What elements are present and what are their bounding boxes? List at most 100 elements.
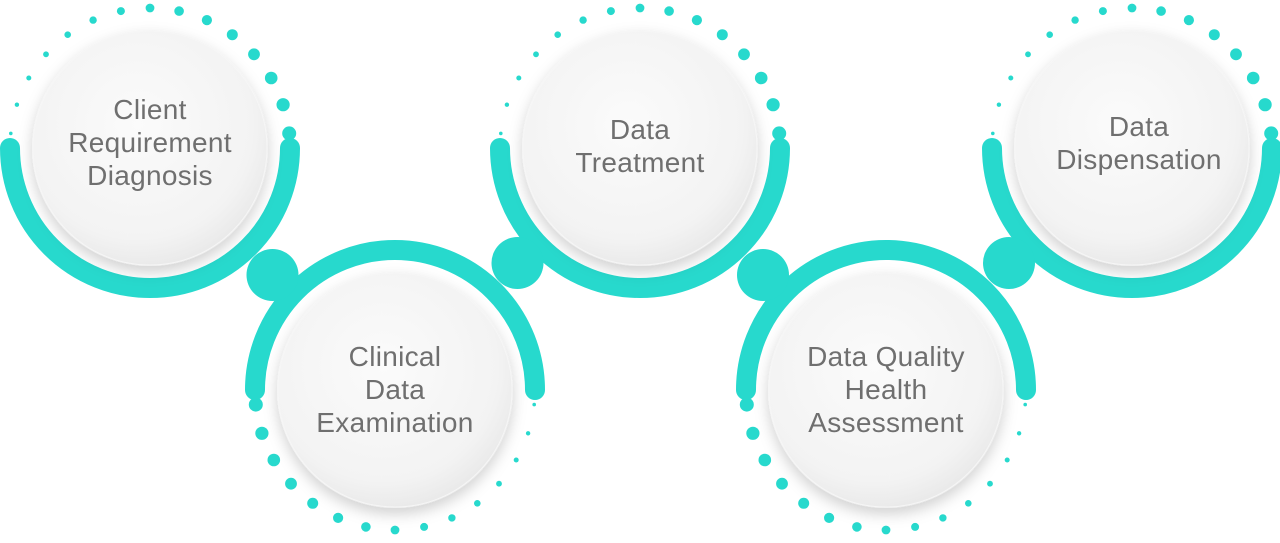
step-line: Client xyxy=(113,94,187,125)
decorative-dot xyxy=(691,15,703,26)
decorative-dot xyxy=(1258,98,1272,112)
ribbon-arc xyxy=(0,138,300,298)
decorative-dot xyxy=(361,522,371,532)
ribbon-arcs xyxy=(0,138,1280,400)
decorative-dot xyxy=(516,75,522,81)
decorative-dot xyxy=(776,477,788,490)
ribbon-arc xyxy=(736,240,1036,400)
decorative-dot xyxy=(1230,48,1242,61)
decorative-dot xyxy=(390,525,400,535)
step-discs xyxy=(32,30,1250,508)
step-disc-clinical-data-examination xyxy=(277,272,513,508)
decorative-dot xyxy=(754,71,768,85)
decorative-dot xyxy=(116,7,125,16)
decorative-dot xyxy=(174,6,184,16)
step-line: Clinical xyxy=(348,341,442,372)
decorative-dot xyxy=(1127,3,1137,13)
decorative-dot xyxy=(9,131,13,136)
decorative-dot xyxy=(1208,29,1220,41)
ribbon-connector xyxy=(983,237,1035,289)
decorative-dot xyxy=(255,426,269,440)
step-line: Examination xyxy=(316,407,474,438)
step-disc-data-quality-health-assessment xyxy=(768,272,1004,508)
decorative-dot xyxy=(201,15,212,26)
decorative-dot xyxy=(248,48,260,61)
dotted-arcs xyxy=(9,3,1279,535)
step-disc-client-requirement-diagnosis xyxy=(32,30,268,266)
step-disc-rim xyxy=(1014,30,1250,266)
decorative-dot xyxy=(145,3,155,13)
decorative-dot xyxy=(1008,75,1014,81)
decorative-dot xyxy=(824,512,835,524)
step-disc-rim xyxy=(32,30,268,266)
decorative-dot xyxy=(606,7,615,16)
decorative-dot xyxy=(1183,15,1194,26)
step-line: Health xyxy=(844,374,928,405)
decorative-dot xyxy=(226,29,238,41)
decorative-dot xyxy=(1246,71,1260,85)
decorative-dot xyxy=(64,31,71,38)
decorative-dot xyxy=(1004,457,1010,463)
decorative-dot xyxy=(14,102,20,107)
decorative-dot xyxy=(267,453,281,467)
decorative-dot xyxy=(248,397,263,412)
step-label-data-quality-health-assessment: Data Quality Health Assessment xyxy=(781,340,991,439)
ribbon-connector xyxy=(737,249,789,301)
decorative-dot xyxy=(525,431,531,436)
step-line: Diagnosis xyxy=(87,160,213,191)
decorative-dot xyxy=(285,477,297,490)
decorative-dot xyxy=(1156,6,1166,16)
decorative-dot xyxy=(1264,126,1279,141)
decorative-dot xyxy=(496,480,502,487)
decorative-dot xyxy=(89,16,97,24)
step-line: Assessment xyxy=(808,407,964,438)
step-line: Data xyxy=(364,374,426,405)
decorative-dot xyxy=(533,51,539,58)
decorative-dot xyxy=(499,131,503,136)
decorative-dot xyxy=(991,131,995,136)
decorative-dot xyxy=(264,71,278,85)
decorative-dot xyxy=(1025,51,1031,58)
decorative-dot xyxy=(939,514,947,522)
decorative-dot xyxy=(474,500,481,507)
decorative-dot xyxy=(1071,16,1079,24)
decorative-dot xyxy=(282,126,297,141)
decorative-dot xyxy=(513,457,519,463)
step-line: Dispensation xyxy=(1056,144,1222,175)
decorative-dot xyxy=(504,102,510,107)
step-line: Treatment xyxy=(575,147,705,178)
step-label-clinical-data-examination: Clinical Data Examination xyxy=(290,340,500,439)
decorative-dot xyxy=(758,453,772,467)
step-label-data-treatment: Data Treatment xyxy=(535,113,745,179)
decorative-dot xyxy=(532,402,536,407)
ribbon-connector xyxy=(491,237,544,289)
decorative-dot xyxy=(766,98,780,112)
decorative-dot xyxy=(420,522,429,531)
step-label-client-requirement-diagnosis: Client Requirement Diagnosis xyxy=(45,93,255,192)
decorative-dot xyxy=(43,51,49,58)
decorative-dot xyxy=(1098,7,1107,16)
decorative-dot xyxy=(911,522,920,531)
step-line: Data Quality xyxy=(807,341,965,372)
decorative-dot xyxy=(448,514,456,522)
decorative-dot xyxy=(716,29,728,41)
decorative-dot xyxy=(996,102,1002,107)
decorative-dot xyxy=(554,31,561,38)
step-disc-rim xyxy=(522,30,758,266)
decorative-dot xyxy=(579,16,587,24)
decorative-dot xyxy=(276,98,290,112)
decorative-dot xyxy=(738,48,750,61)
step-disc-data-treatment xyxy=(522,30,758,266)
step-line: Requirement xyxy=(68,127,232,158)
decorative-dot xyxy=(1046,31,1053,38)
step-disc-rim xyxy=(768,272,1004,508)
decorative-dot xyxy=(746,426,760,440)
decorative-dot xyxy=(881,525,891,535)
decorative-dot xyxy=(664,6,674,16)
step-disc-rim xyxy=(277,272,513,508)
decorative-dot xyxy=(852,522,862,532)
decorative-dot xyxy=(635,3,645,13)
decorative-dot xyxy=(1023,402,1027,407)
